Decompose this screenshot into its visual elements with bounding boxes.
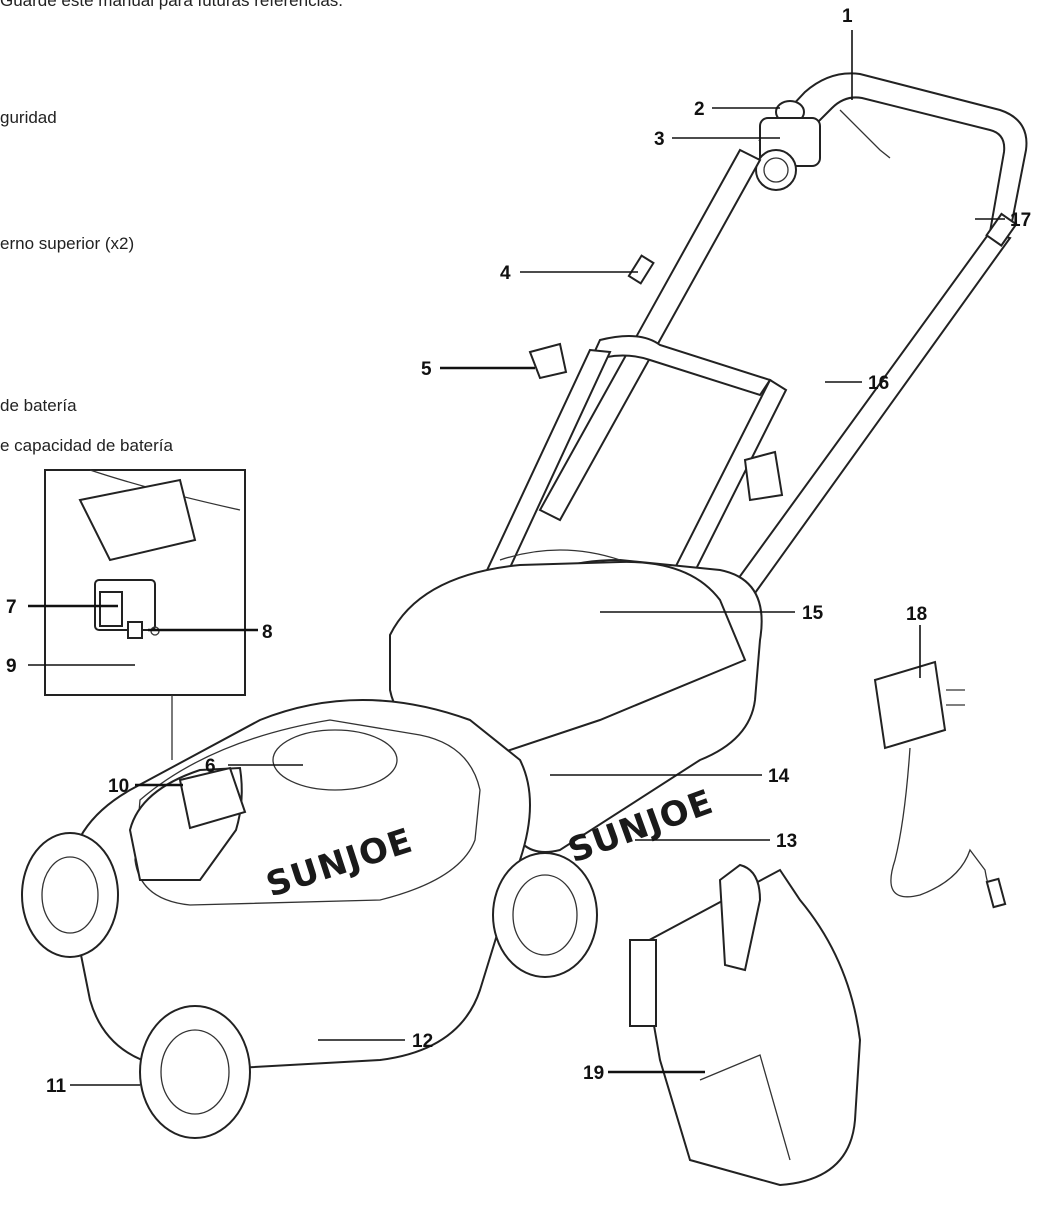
callout-12: 12: [412, 1031, 433, 1052]
callout-3: 3: [654, 129, 665, 150]
callout-13: 13: [776, 831, 797, 852]
callout-8: 8: [262, 622, 273, 643]
feature-text-perno-superior: erno superior (x2): [0, 234, 135, 253]
callout-9: 9: [6, 656, 17, 677]
callout-numbers: 1 2 3 4 5 6 7 8 9 10 11 12 13 14 15 16 1…: [6, 6, 1031, 1097]
callout-17: 17: [1010, 210, 1031, 231]
front-wheel-back: [21, 832, 119, 958]
callout-leader-lines: [28, 30, 1005, 1086]
front-wheel-left: [139, 1005, 251, 1139]
callout-6: 6: [205, 756, 216, 777]
upper-handle-left-rail: [538, 148, 762, 522]
mower-deck: [67, 699, 531, 1072]
battery-lid: [78, 478, 197, 562]
battery-compartment-inset: [44, 469, 246, 760]
callout-5: 5: [421, 359, 432, 380]
callout-19: 19: [583, 1063, 604, 1084]
grass-catcher-frame: [629, 863, 862, 1187]
feature-text-bateria: de batería: [0, 396, 77, 415]
rear-wheel: [492, 852, 598, 978]
feature-text-seguridad: guridad: [0, 108, 57, 127]
callout-15: 15: [802, 603, 824, 624]
callout-7: 7: [6, 597, 17, 618]
callout-16: 16: [868, 373, 889, 394]
callout-1: 1: [842, 6, 853, 27]
feature-text-capacidad-bateria: e capacidad de batería: [0, 436, 173, 455]
battery-pack: [99, 591, 123, 627]
callout-11: 11: [46, 1076, 67, 1097]
deck-window: [272, 729, 398, 791]
quick-release-knob-left: [528, 342, 568, 380]
callout-18: 18: [906, 604, 927, 625]
callout-14: 14: [768, 766, 790, 787]
safety-key-knob: [755, 100, 821, 191]
callout-4: 4: [500, 263, 511, 284]
callout-10: 10: [108, 776, 129, 797]
manual-note-fragment: Guarde este manual para futuras referenc…: [0, 0, 344, 10]
battery-indicator: [127, 621, 143, 639]
battery-charger: [873, 660, 1007, 909]
cable-clip: [627, 254, 655, 285]
handle-grip-sleeve: [985, 212, 1018, 247]
quick-release-knob-right: [743, 450, 784, 502]
callout-2: 2: [694, 99, 705, 120]
